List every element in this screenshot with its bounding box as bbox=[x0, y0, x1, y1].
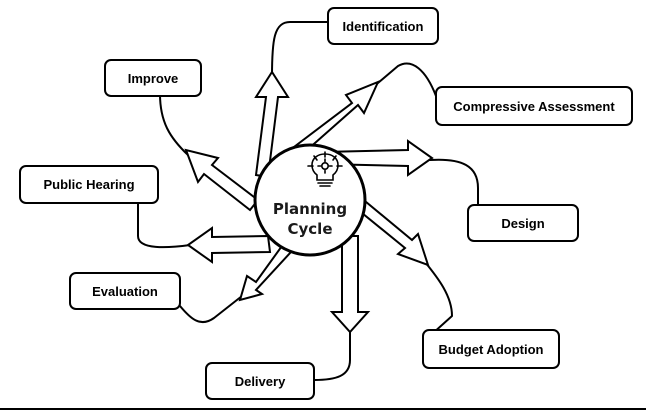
step-box-budget-adoption bbox=[422, 329, 560, 369]
center-title-line2: Cycle bbox=[288, 220, 333, 238]
step-box-evaluation bbox=[69, 272, 181, 310]
step-evaluation: Evaluation bbox=[69, 272, 181, 310]
arrow-to-improve bbox=[184, 148, 260, 212]
step-design: Design bbox=[467, 204, 579, 242]
step-compressive-assessment: Compressive Assessment bbox=[435, 86, 633, 126]
arrow-to-delivery bbox=[329, 235, 371, 334]
step-improve: Improve bbox=[104, 59, 202, 97]
step-label-compressive-assessment: Compressive Assessment bbox=[453, 99, 615, 114]
step-label-delivery: Delivery bbox=[235, 374, 286, 389]
center-circle bbox=[253, 143, 367, 257]
arrow-to-public-hearing bbox=[186, 226, 272, 264]
step-box-improve bbox=[104, 59, 202, 97]
step-label-budget-adoption: Budget Adoption bbox=[439, 342, 544, 357]
connector-compressive-assessment bbox=[371, 62, 437, 97]
step-identification: Identification bbox=[327, 7, 439, 45]
connector-budget-adoption bbox=[424, 261, 453, 335]
step-label-identification: Identification bbox=[343, 19, 424, 34]
step-box-identification bbox=[327, 7, 439, 45]
connector-improve bbox=[159, 93, 189, 156]
step-delivery: Delivery bbox=[205, 362, 315, 400]
step-budget-adoption: Budget Adoption bbox=[422, 329, 560, 369]
step-label-design: Design bbox=[501, 216, 544, 231]
connector-design bbox=[429, 158, 479, 207]
step-public-hearing: Public Hearing bbox=[19, 165, 159, 204]
step-box-public-hearing bbox=[19, 165, 159, 204]
step-box-delivery bbox=[205, 362, 315, 400]
step-box-compressive-assessment bbox=[435, 86, 633, 126]
lightbulb-gear-icon bbox=[307, 151, 343, 187]
center-hub: Planning Cycle bbox=[253, 143, 367, 257]
step-box-design bbox=[467, 204, 579, 242]
connector-delivery bbox=[313, 329, 351, 381]
center-title-line1: Planning bbox=[273, 200, 347, 218]
connector-public-hearing bbox=[137, 201, 191, 249]
step-label-evaluation: Evaluation bbox=[92, 284, 158, 299]
connector-identification bbox=[271, 21, 329, 77]
connector-evaluation bbox=[179, 295, 243, 324]
step-label-improve: Improve bbox=[128, 71, 179, 86]
step-label-public-hearing: Public Hearing bbox=[43, 177, 134, 192]
